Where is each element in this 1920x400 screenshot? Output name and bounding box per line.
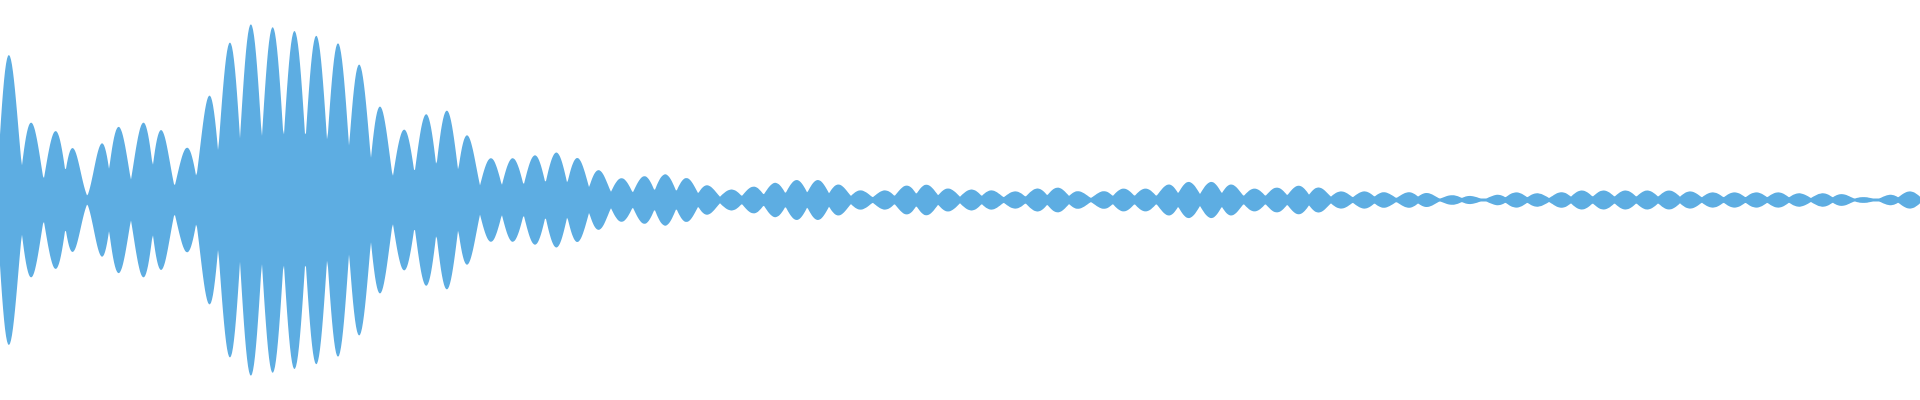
waveform-shape [0, 24, 1920, 376]
